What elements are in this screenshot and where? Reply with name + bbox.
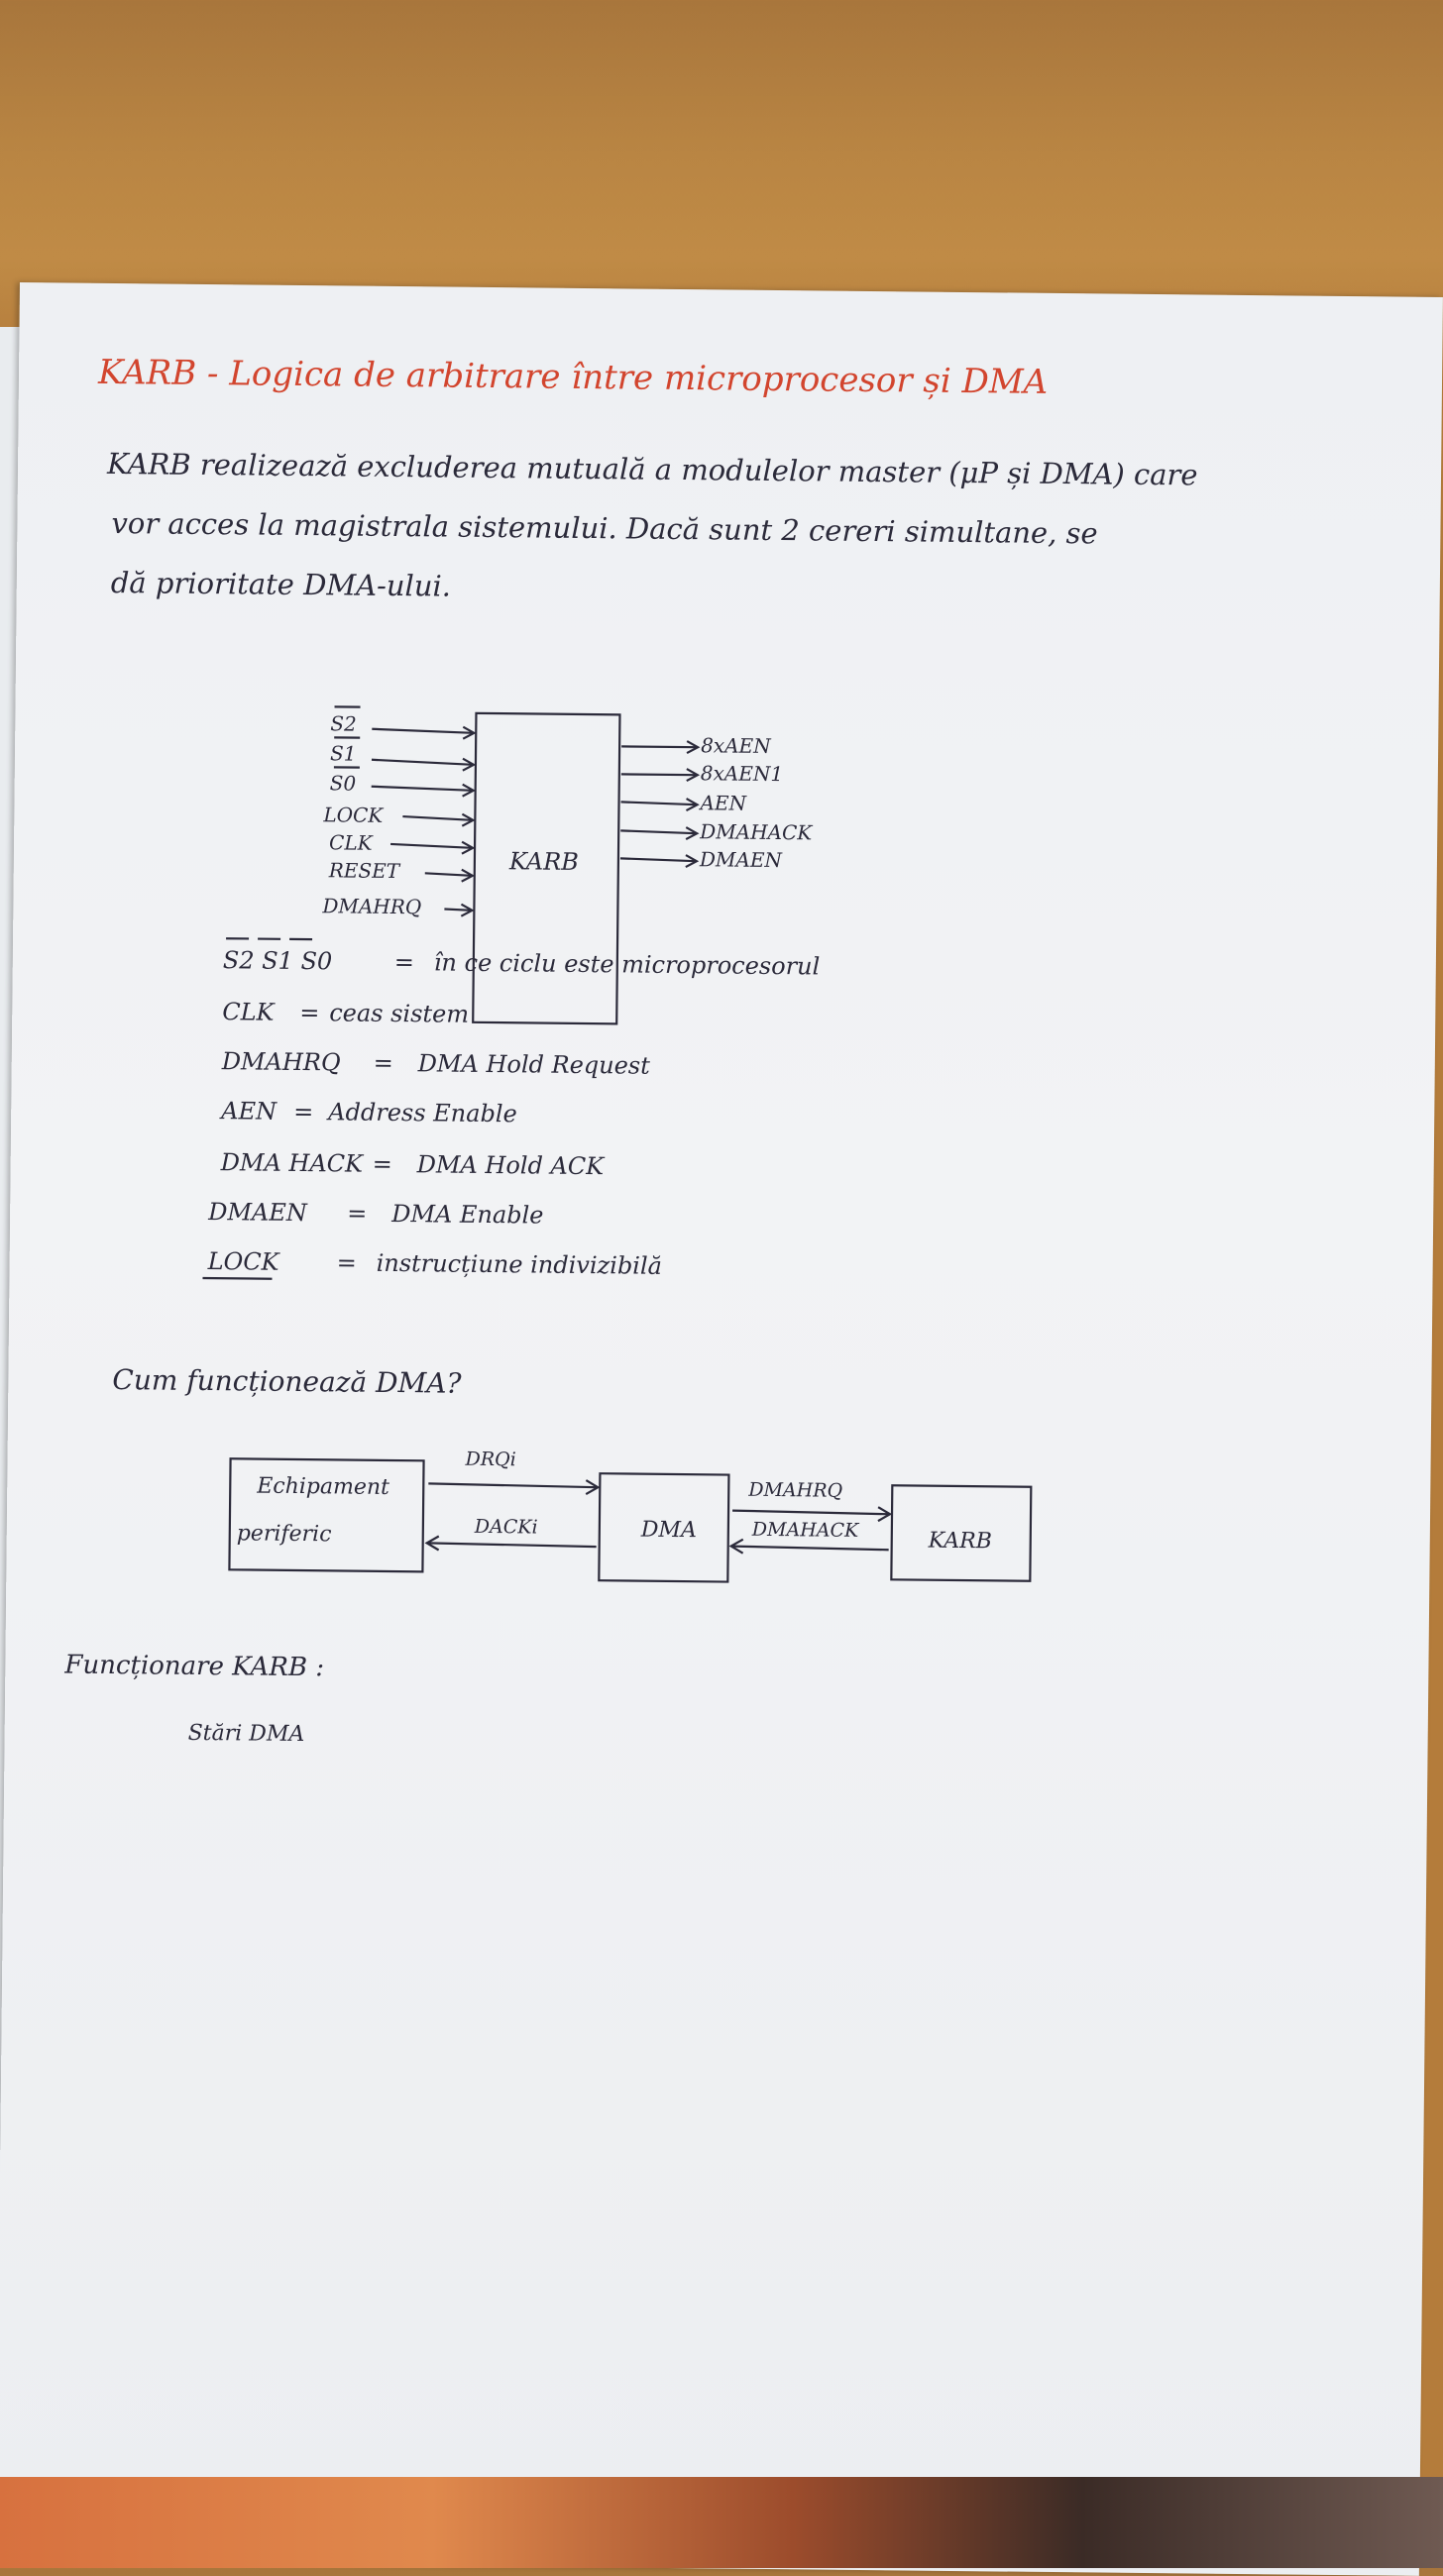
dma-flow-diagram xyxy=(0,282,1443,2576)
subheading-stari-dma: Stări DMA xyxy=(188,1721,305,1747)
peripheral-label-line2: periferic xyxy=(237,1521,332,1547)
desk-surface-bottom xyxy=(0,2477,1443,2568)
notebook-page: KARB - Logica de arbitrare între micropr… xyxy=(0,282,1443,2576)
peripheral-label-line1: Echipament xyxy=(257,1474,389,1500)
drq-label: DRQi xyxy=(465,1449,515,1471)
dmahrq-label: DMAHRQ xyxy=(748,1479,842,1502)
dack-label: DACKi xyxy=(475,1516,538,1539)
dmahack-label: DMAHACK xyxy=(752,1519,859,1542)
karb-box-label: KARB xyxy=(929,1529,992,1555)
dma-box-label: DMA xyxy=(641,1518,697,1544)
section-heading: Funcționare KARB : xyxy=(64,1651,324,1683)
